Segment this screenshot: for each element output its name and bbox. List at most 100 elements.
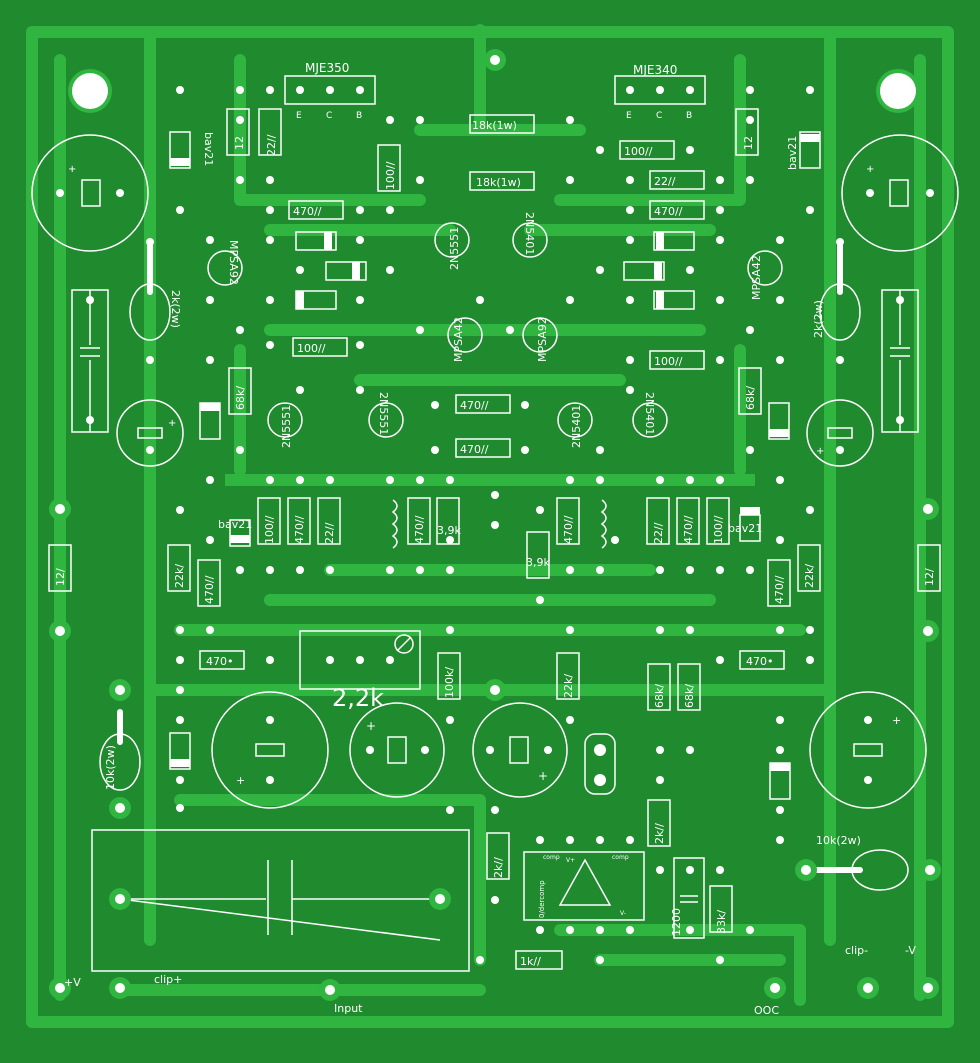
diode-bav21-top-left xyxy=(169,131,191,169)
label-2n5551-center: 2N5551 xyxy=(377,392,390,435)
label-470-center-bottom: 470// xyxy=(460,443,489,456)
polarity-plus-bottom-right: + xyxy=(892,714,901,727)
silkscreen xyxy=(31,75,959,972)
label-bav21-mid-right: bav21 xyxy=(728,522,762,535)
label-2n5551-top: 2N5551 xyxy=(448,227,461,270)
label-12-right: 12/ xyxy=(923,568,936,586)
mje350-outline xyxy=(284,75,376,105)
pin-b-left: B xyxy=(356,111,362,121)
opamp-vplus: V+ xyxy=(566,857,575,864)
opamp-outline xyxy=(523,851,645,921)
polarity-plus-top-left: + xyxy=(68,164,76,175)
label-bav21-top-left: bav21 xyxy=(202,132,215,166)
label-470-star-right: 470• xyxy=(746,655,773,668)
label-2n5401-top: 2N5401 xyxy=(523,212,536,255)
label-mpsa42-right: MPSA42 xyxy=(750,255,763,300)
label-clip-minus: clip- xyxy=(845,944,868,957)
label-1200-cap: 1200 xyxy=(670,908,683,936)
cap-top-left xyxy=(31,134,149,252)
label-18k-1w-bottom: 18k(1w) xyxy=(476,176,521,189)
label-22-bank-right: 22// xyxy=(652,522,665,544)
pads xyxy=(55,55,935,995)
mje340-outline xyxy=(614,75,706,105)
label-3-9k-left: 3,9k xyxy=(437,524,461,537)
silkscreen-labels: MJE350 MJE340 E C B E C B 18k(1w) 18k(1w… xyxy=(64,61,916,1017)
cap-bottom-left xyxy=(211,691,329,809)
label-2n5551-left: 2N5551 xyxy=(280,405,293,448)
label-22k-right: 22k/ xyxy=(803,564,816,588)
connector-8 xyxy=(584,733,616,795)
pin-e-left: E xyxy=(296,111,302,121)
label-470-bank-right: 470// xyxy=(682,515,695,544)
label-470-lower-left: 470// xyxy=(203,575,216,604)
label-100-vertical: 100// xyxy=(384,161,397,190)
label-clip-plus: clip+ xyxy=(154,973,182,986)
label-2k-2w-right: 2k(2w) xyxy=(812,300,825,338)
opamp-offset-label: 0/dercomp xyxy=(538,880,546,918)
label-12-left: 12/ xyxy=(54,568,67,586)
film-cap-large xyxy=(91,829,470,972)
resistor-outlines xyxy=(48,108,941,970)
label-mpsa92-left: MPSA92 xyxy=(227,240,240,285)
label-100k: 100k/ xyxy=(443,667,456,698)
cap-top-right xyxy=(841,134,959,252)
polarity-plus-mid-left: + xyxy=(168,418,176,429)
polarity-plus-bottom-mid-left: + xyxy=(366,719,376,733)
rotated-labels: 22// 12 12 100// bav21 bav21 2k(2w) 2k(2… xyxy=(54,132,936,936)
label-68k-bottom-b: 68k/ xyxy=(683,684,696,708)
label-470-bank-center-right: 470// xyxy=(562,515,575,544)
label-68k-right: 68k/ xyxy=(744,386,757,410)
polarity-plus-bottom-mid-right: + xyxy=(538,769,548,783)
label-3-9k-center: 3,9k xyxy=(526,556,550,569)
label-470-bank-center-left: 470// xyxy=(413,515,426,544)
pin-b-right: B xyxy=(686,111,692,121)
opamp-comp-right: comp xyxy=(612,854,629,861)
label-ooc: OOC xyxy=(754,1004,779,1017)
label-22k-center: 22k/ xyxy=(562,674,575,698)
label-18k-1w-top: 18k(1w) xyxy=(472,119,517,132)
label-input: Input xyxy=(334,1002,363,1015)
label-2k-right: 2k// xyxy=(653,823,666,844)
label-68k-bottom-a: 68k/ xyxy=(653,684,666,708)
mounting-holes xyxy=(68,69,920,113)
label-100-bank-left: 100// xyxy=(263,515,276,544)
label-22-bank-left: 22// xyxy=(323,522,336,544)
label-470-center-top: 470// xyxy=(460,399,489,412)
label-68k-left: 68k/ xyxy=(234,386,247,410)
label-100-mid-left: 100// xyxy=(297,342,326,355)
label-mpsa42-center: MPSA42 xyxy=(452,317,465,362)
label-1k: 1k// xyxy=(520,955,541,968)
label-bav21-mid-left: bav21 xyxy=(218,518,252,531)
label-12-cap-left: 12 xyxy=(233,136,246,150)
label-100-bank-right: 100// xyxy=(712,515,725,544)
opamp-vminus: V- xyxy=(620,910,626,917)
mounting-hole-right xyxy=(880,73,916,109)
opamp-symbol xyxy=(558,858,612,906)
label-mje350: MJE350 xyxy=(305,61,349,75)
cap-bottom-mid-left xyxy=(349,702,445,798)
label-10k-2w-right: 10k(2w) xyxy=(816,834,861,847)
label-100-top-right: 100// xyxy=(624,145,653,158)
label-33k: 33k/ xyxy=(715,910,728,934)
label-mpsa92-center: MPSA92 xyxy=(536,317,549,362)
label-10k-2w-left: 10k(2w) xyxy=(104,745,117,790)
polarity-plus-top-right: + xyxy=(866,164,874,175)
power-resistor-leads xyxy=(117,239,863,873)
label-2k-2w-left: 2k(2w) xyxy=(169,290,182,328)
pin-c-left: C xyxy=(326,111,332,121)
label-bav21-top-right: bav21 xyxy=(786,136,799,170)
label-2k-left: 2k// xyxy=(492,857,505,878)
cap-bottom-mid-right xyxy=(472,702,568,798)
label-minus-v: -V xyxy=(905,944,916,957)
diode-bav21-top-right xyxy=(799,131,821,169)
label-12-cap-right: 12 xyxy=(742,136,755,150)
label-2n5401-right: 2N5401 xyxy=(643,392,656,435)
opamp-comp-left: comp xyxy=(543,854,560,861)
label-22-right: 22// xyxy=(654,175,676,188)
label-470-top-left: 470// xyxy=(293,205,322,218)
diodes xyxy=(169,131,821,800)
label-100-mid-right: 100// xyxy=(654,355,683,368)
polarity-plus-mid-right: + xyxy=(816,446,824,457)
polarity-plus-bottom-left: + xyxy=(236,774,245,787)
